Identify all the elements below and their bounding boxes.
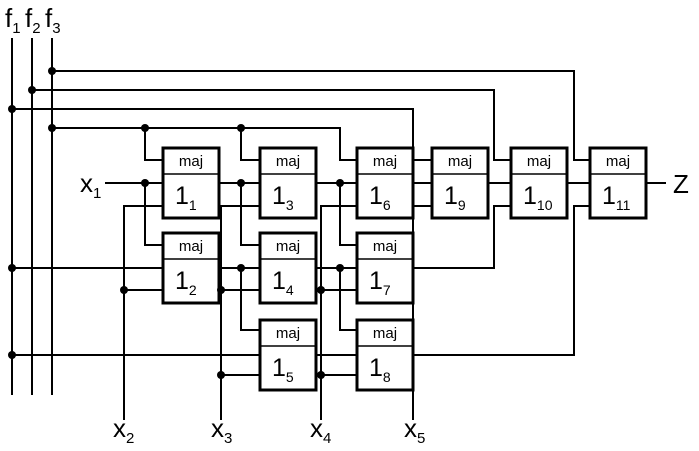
input-label-x2: x2 — [113, 413, 134, 447]
gate-1-9: maj19 — [432, 148, 488, 218]
gate-1-5: maj15 — [260, 320, 316, 390]
gate-type-label: maj — [373, 153, 397, 170]
gate-1-6: maj16 — [357, 148, 413, 218]
gate-type-label: maj — [276, 238, 300, 255]
input-label-x1: x1 — [80, 168, 101, 202]
rail-label-f2: f2 — [25, 3, 41, 37]
gate-1-4: maj14 — [260, 233, 316, 303]
input-label-x5: x5 — [404, 413, 425, 447]
gate-1-1: maj11 — [163, 148, 219, 218]
gate-type-label: maj — [276, 153, 300, 170]
gate-type-label: maj — [276, 325, 300, 342]
gate-type-label: maj — [606, 153, 630, 170]
gate-1-7: maj17 — [357, 233, 413, 303]
gate-1-8: maj18 — [357, 320, 413, 390]
gate-type-label: maj — [179, 238, 203, 255]
gate-type-label: maj — [373, 238, 397, 255]
gate-type-label: maj — [448, 153, 472, 170]
wiring — [12, 38, 666, 420]
gate-type-label: maj — [527, 153, 551, 170]
input-label-x3: x3 — [211, 413, 232, 447]
gate-1-10: maj110 — [511, 148, 567, 218]
gate-type-label: maj — [179, 153, 203, 170]
rail-label-f1: f1 — [5, 3, 21, 37]
gate-type-label: maj — [373, 325, 397, 342]
gate-1-2: maj12 — [163, 233, 219, 303]
gate-1-3: maj13 — [260, 148, 316, 218]
output-label-z: Z — [673, 169, 689, 199]
input-label-x4: x4 — [310, 413, 331, 447]
gate-1-11: maj111 — [590, 148, 646, 218]
rail-label-f3: f3 — [45, 3, 61, 37]
